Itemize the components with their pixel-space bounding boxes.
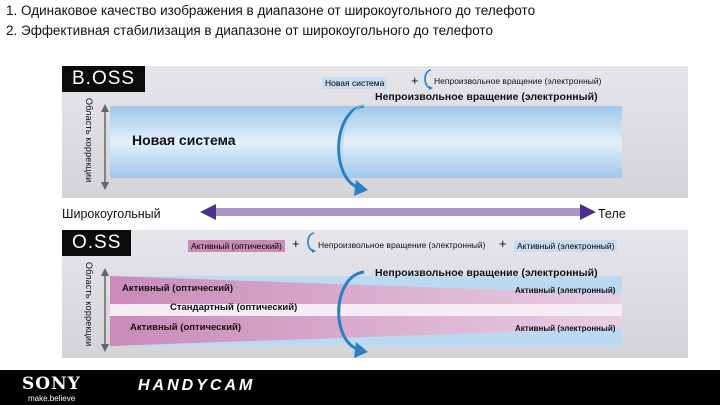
zoom-tele-label: Теле xyxy=(598,207,626,221)
oss-range-arrow-icon xyxy=(101,268,109,352)
oss-legend-active-optical-chip: Активный (оптический) xyxy=(188,240,285,252)
boss-legend-rotation-icon xyxy=(424,69,433,90)
boss-band-electronic-label: Непроизвольное вращение (электронный) xyxy=(375,91,598,103)
handycam-logo: HANDYCAM xyxy=(138,377,256,394)
oss-legend-active-electronic-chip: Активный (электронный) xyxy=(514,240,618,252)
boss-legend-plus: + xyxy=(411,73,419,88)
boss-rotation-swirl-icon xyxy=(337,103,368,196)
oss-active-optical-bottom-label: Активный (оптический) xyxy=(130,322,242,333)
oss-electronic-label: Непроизвольное вращение (электронный) xyxy=(375,267,598,279)
heading-2: 2. Эффективная стабилизация в диапазоне … xyxy=(6,23,493,38)
boss-legend-electronic: Непроизвольное вращение (электронный) xyxy=(434,76,602,86)
boss-band-new-system-label: Новая система xyxy=(132,132,236,148)
boss-correction-label: Область коррекции xyxy=(84,98,94,183)
oss-legend-rotation-icon xyxy=(307,232,316,253)
oss-legend-plus-2: + xyxy=(499,236,507,251)
oss-bands xyxy=(110,276,622,346)
oss-active-optical-band-top xyxy=(110,276,622,306)
oss-active-electronic-top-label: Активный (электронный) xyxy=(515,286,616,295)
boss-range-arrow-icon xyxy=(101,104,109,190)
sony-slogan: make.believe xyxy=(28,394,76,403)
boss-tag: B.OSS xyxy=(62,66,146,92)
boss-band xyxy=(110,106,622,178)
oss-tag: O.SS xyxy=(62,230,132,256)
oss-rotation-swirl-icon xyxy=(337,270,368,358)
oss-active-optical-top-label: Активный (оптический) xyxy=(122,283,234,294)
oss-standard-optical-label: Стандартный (оптический) xyxy=(170,302,298,313)
footer-bar xyxy=(0,370,720,405)
heading-1: 1. Одинаковое качество изображения в диа… xyxy=(6,3,536,18)
zoom-double-arrow-icon xyxy=(200,204,596,220)
boss-legend-new-chip: Новая система xyxy=(322,77,388,89)
oss-standard-optical-band xyxy=(110,304,622,318)
oss-correction-label: Область коррекции xyxy=(84,262,94,347)
zoom-wide-label: Широкоугольный xyxy=(62,207,161,221)
oss-active-electronic-bottom-label: Активный (электронный) xyxy=(515,324,616,333)
oss-legend-plus-1: + xyxy=(292,236,300,251)
oss-legend-electronic: Непроизвольное вращение (электронный) xyxy=(318,240,486,250)
oss-active-optical-band-bottom xyxy=(110,316,622,346)
sony-logo: SONY xyxy=(22,374,81,394)
